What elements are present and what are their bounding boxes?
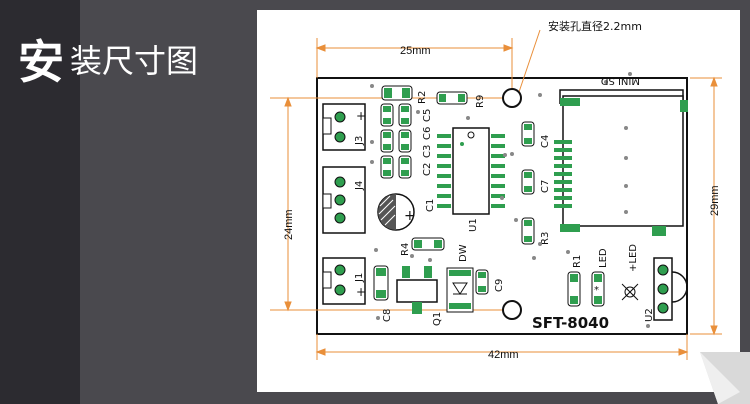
label-r4: R4 <box>400 243 411 256</box>
led-indicator: * <box>591 271 605 307</box>
label-u2: U2 <box>644 308 655 322</box>
arrow <box>284 96 292 107</box>
dim-25mm-label: 25mm <box>400 45 431 57</box>
label-j1: J1 <box>354 273 365 283</box>
svg-text:+: + <box>404 208 416 224</box>
label-q1: Q1 <box>432 312 443 326</box>
label-r9: R9 <box>475 95 486 108</box>
label-dw: DW <box>458 244 469 262</box>
capacitor-c4 <box>521 121 535 147</box>
label-c5: C5 <box>422 109 433 122</box>
label-c1: C1 <box>425 199 436 212</box>
label-j4: J4 <box>354 181 365 191</box>
page-title: 安装尺寸图 <box>18 26 198 92</box>
capacitor-c8 <box>373 265 389 301</box>
arrow <box>315 348 326 356</box>
label-r3: R3 <box>540 232 551 245</box>
left-dark-bar <box>0 0 80 404</box>
label-c9: C9 <box>494 279 505 292</box>
label-plus-led: +LED <box>628 244 639 272</box>
vias <box>370 84 650 328</box>
mini-sd-label: MINI SD <box>600 75 640 86</box>
label-c7: C7 <box>540 180 551 193</box>
resistor-r9 <box>436 91 468 105</box>
connector-j1: + <box>322 257 366 305</box>
mount-hole-top <box>502 88 522 108</box>
sensor-u2 <box>653 257 688 321</box>
svg-text:+: + <box>356 109 366 123</box>
arrow <box>284 301 292 312</box>
capacitor-column <box>380 103 412 179</box>
mount-hole-leader <box>518 29 541 93</box>
arrow <box>503 44 514 52</box>
capacitor-c9 <box>475 269 489 295</box>
dim-29mm-label: 29mm <box>709 185 721 216</box>
dim-42mm-label: 42mm <box>488 349 519 361</box>
label-r1: R1 <box>572 255 583 268</box>
label-j3: J3 <box>354 136 365 146</box>
label-u1: U1 <box>468 218 479 232</box>
arrow <box>710 325 718 336</box>
label-c3: C3 <box>422 145 433 158</box>
title-first-char: 安 <box>18 35 64 89</box>
svg-text:*: * <box>594 285 599 296</box>
arrow <box>678 348 689 356</box>
resistor-r3 <box>521 217 535 245</box>
mini-sd-slot <box>559 72 688 236</box>
capacitor-c7 <box>521 169 535 195</box>
chip-u1 <box>437 127 505 215</box>
dim-24mm-label: 24mm <box>283 209 295 240</box>
arrow <box>315 44 326 52</box>
led-symbol-icon <box>621 283 639 301</box>
label-r2: R2 <box>417 91 428 104</box>
capacitor-c1: + <box>377 193 416 231</box>
diode-dw <box>446 267 474 313</box>
page-curl-fold <box>700 352 740 404</box>
board-name: SFT-8040 <box>532 314 609 332</box>
mount-hole-bottom <box>502 300 522 320</box>
mount-hole-label: 安装孔直径2.2mm <box>548 19 642 33</box>
sd-pin-pads <box>554 140 572 208</box>
resistor-r2 <box>381 85 413 101</box>
label-c2: C2 <box>422 163 433 176</box>
resistor-r1 <box>567 271 581 307</box>
svg-text:+: + <box>356 285 366 299</box>
transistor-q1 <box>396 266 438 314</box>
connector-j4 <box>322 166 366 234</box>
label-c6: C6 <box>422 127 433 140</box>
label-c8: C8 <box>382 309 393 322</box>
connector-j3: + <box>322 103 366 151</box>
arrow <box>710 76 718 87</box>
label-led: LED <box>598 248 609 268</box>
resistor-r4 <box>411 237 445 251</box>
title-rest: 装尺寸图 <box>70 42 199 80</box>
label-c4: C4 <box>540 135 551 148</box>
